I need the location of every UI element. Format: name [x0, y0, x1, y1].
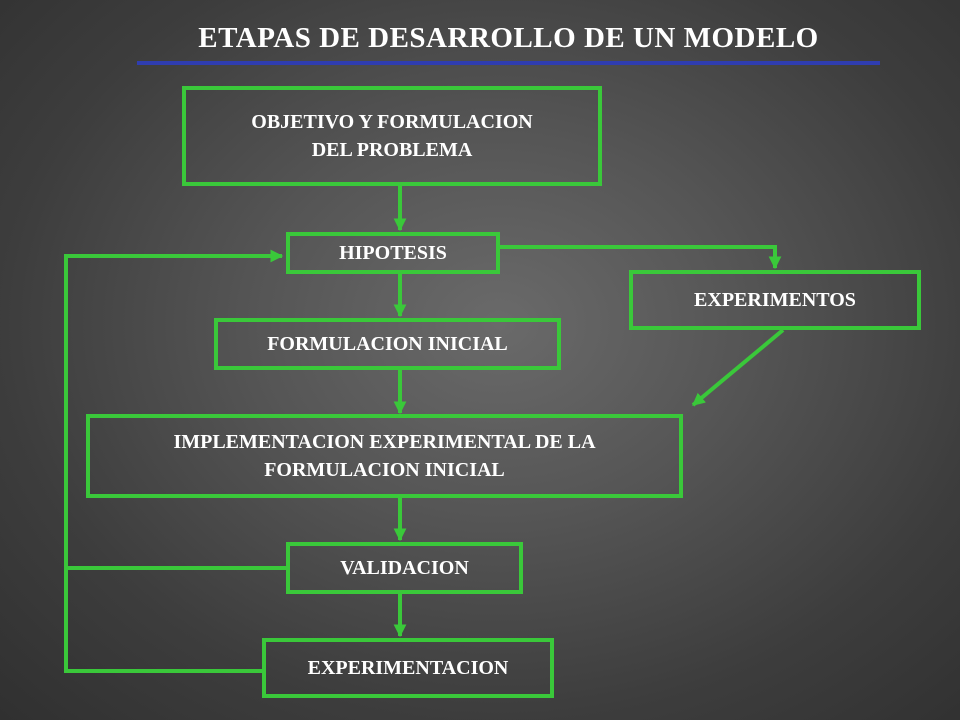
- node-objetivo: OBJETIVO Y FORMULACION DEL PROBLEMA: [182, 86, 602, 186]
- arrow-experimentos-to-implementacion: [691, 328, 785, 407]
- feedback-loop-to-hipotesis: [64, 249, 284, 673]
- node-formulacion-inicial: FORMULACION INICIAL: [214, 318, 561, 370]
- node-validacion: VALIDACION: [286, 542, 523, 594]
- arrow-hipotesis-to-experimentos: [500, 245, 782, 270]
- node-experimentacion: EXPERIMENTACION: [262, 638, 554, 698]
- title-underline: [137, 61, 880, 65]
- node-implementacion: IMPLEMENTACION EXPERIMENTAL DE LA FORMUL…: [86, 414, 683, 498]
- node-experimentos: EXPERIMENTOS: [629, 270, 921, 330]
- page-title: ETAPAS DE DESARROLLO DE UN MODELO: [198, 22, 819, 54]
- node-hipotesis: HIPOTESIS: [286, 232, 500, 274]
